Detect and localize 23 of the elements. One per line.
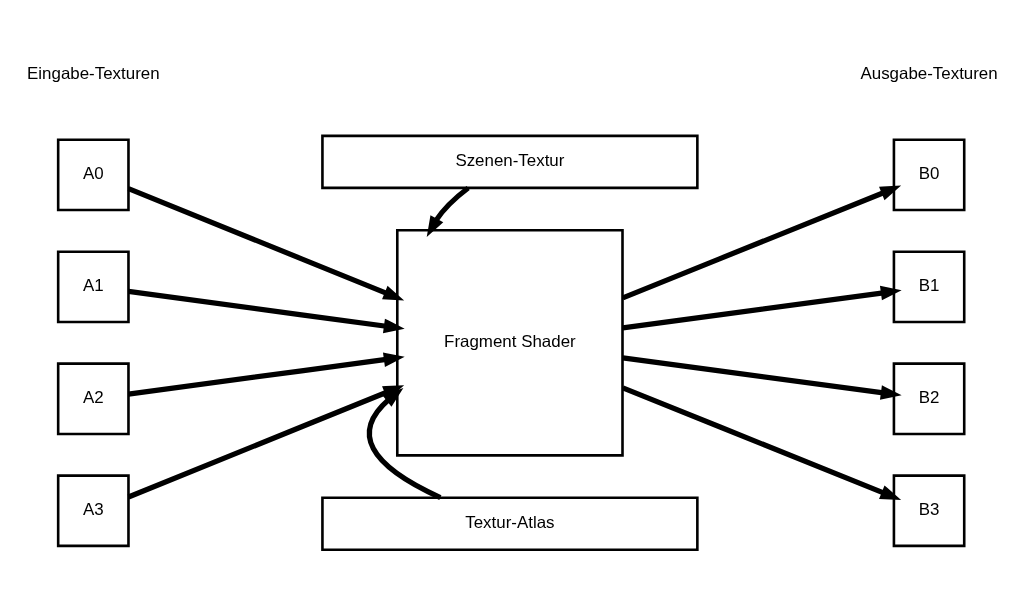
node-box: Textur-Atlas (321, 496, 699, 552)
node-box: A1 (56, 250, 130, 324)
node-box: A0 (56, 138, 130, 212)
arrow (622, 355, 902, 400)
label: Eingabe-Texturen (27, 64, 160, 84)
arrow (128, 352, 405, 397)
node-box: B2 (892, 362, 966, 436)
arrow (366, 388, 442, 500)
node-box: Fragment Shader (396, 228, 624, 457)
node-box: A2 (56, 362, 130, 436)
node-box: Szenen-Textur (321, 134, 699, 190)
label: Ausgabe-Texturen (860, 64, 998, 84)
arrow (127, 186, 405, 301)
node-box: B3 (892, 474, 966, 548)
arrow (128, 288, 405, 334)
arrow (127, 385, 405, 500)
node-box: B0 (892, 138, 966, 212)
node-box: A3 (56, 474, 130, 548)
arrow (621, 185, 902, 301)
arrow (621, 385, 902, 500)
arrow (622, 285, 902, 331)
arrow (426, 185, 470, 237)
node-box: B1 (892, 250, 966, 324)
